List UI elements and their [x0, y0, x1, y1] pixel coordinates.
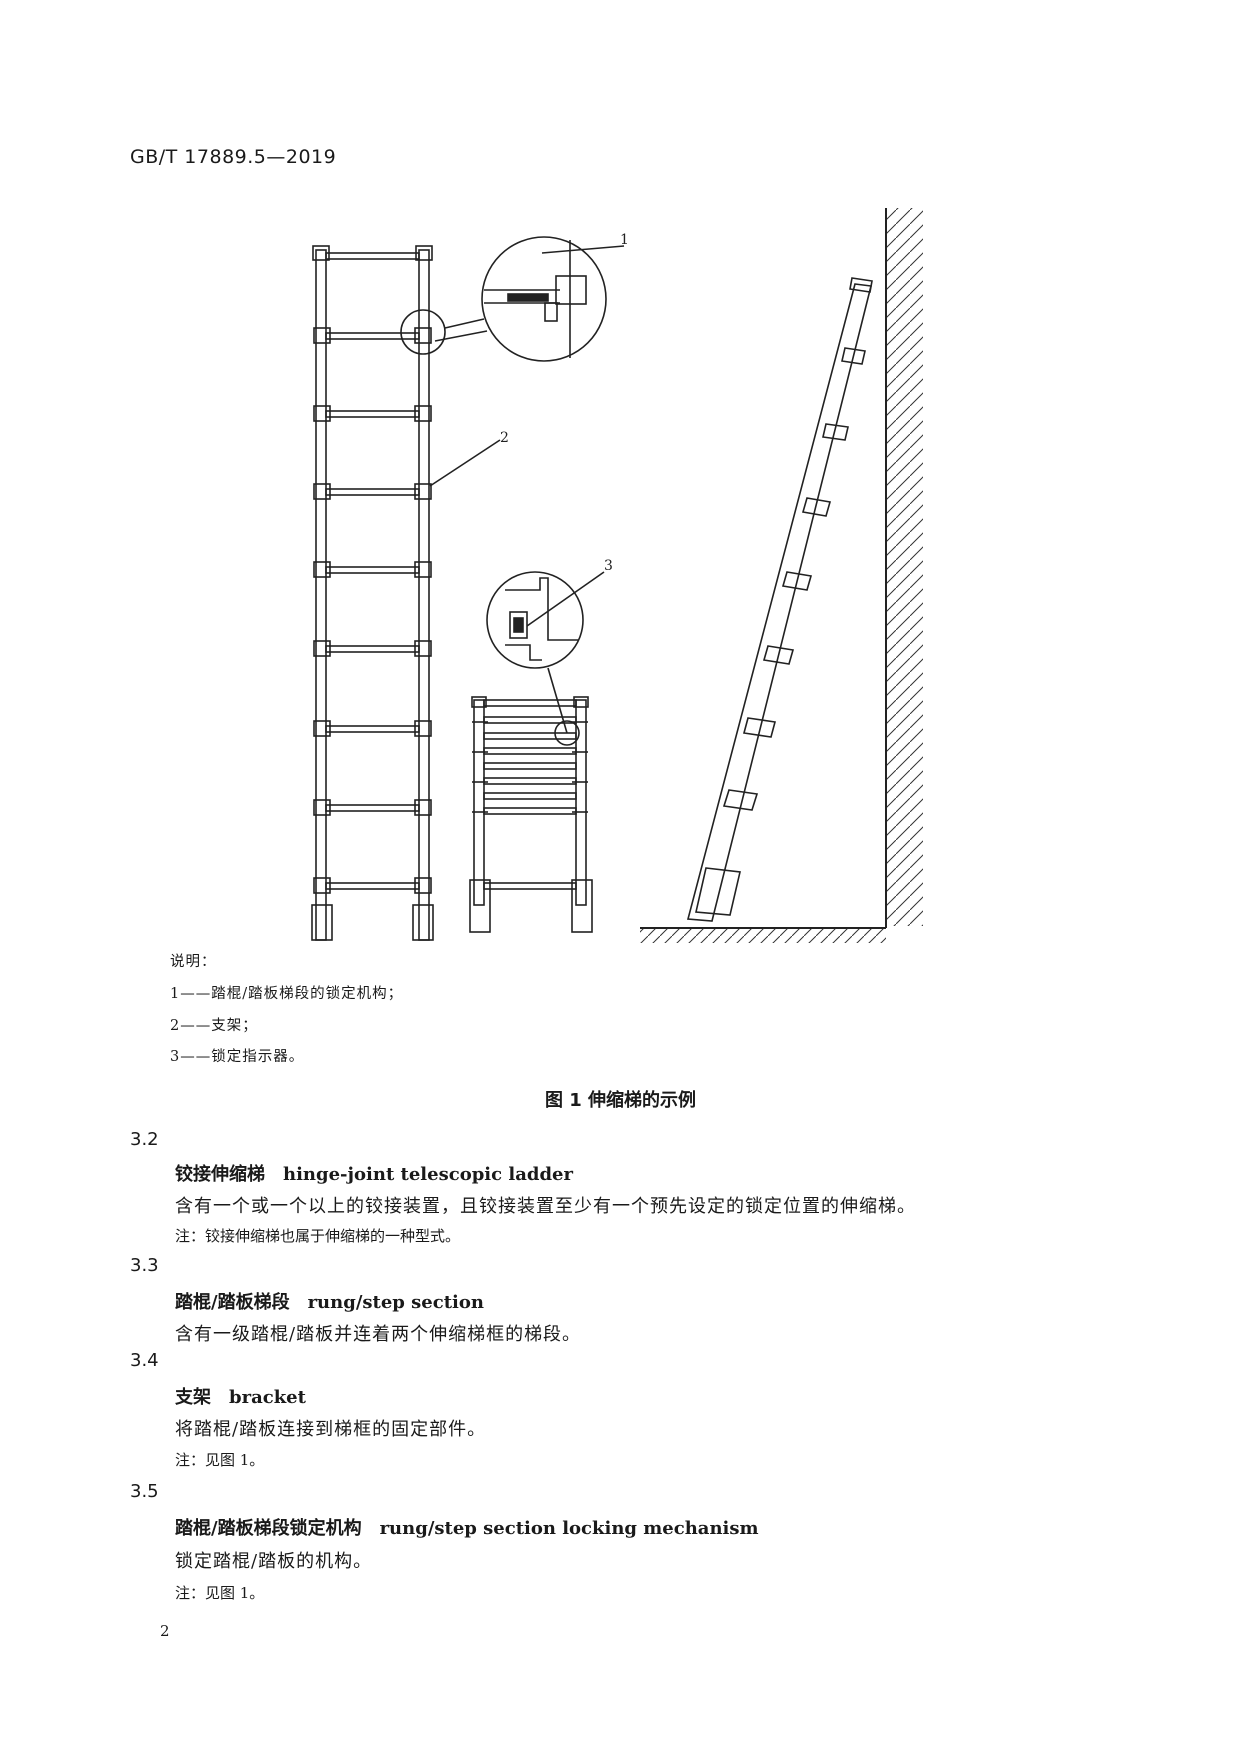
figure-1-drawing: 1 2 3	[311, 208, 923, 943]
figure-caption: 图 1 伸缩梯的示例	[544, 1090, 697, 1111]
ground	[640, 927, 886, 943]
clause-number: 3.2	[130, 1129, 159, 1150]
extended-ladder	[311, 245, 446, 941]
clause-number: 3.3	[130, 1255, 159, 1276]
term-note: 注：铰接伸缩梯也属于伸缩梯的一种型式。	[175, 1227, 461, 1245]
detail-view-3	[486, 571, 605, 734]
term-definition: 锁定踏棍/踏板的机构。	[175, 1551, 373, 1572]
legend-title: 说明：	[170, 954, 217, 970]
term-note: 注：见图 1。	[175, 1584, 265, 1602]
clause-number: 3.5	[130, 1481, 159, 1502]
legend-item: 2——支架；	[170, 1018, 258, 1034]
legend-item: 1——踏棍/踏板梯段的锁定机构；	[170, 986, 404, 1002]
wall	[885, 208, 923, 928]
term-zh: 踏棍/踏板梯段	[175, 1292, 290, 1313]
term-heading: 踏棍/踏板梯段锁定机构 rung/step section locking mec…	[175, 1514, 759, 1540]
term-heading: 踏棍/踏板梯段 rung/step section	[175, 1288, 484, 1314]
standard-number: GB/T 17889.5—2019	[130, 146, 337, 168]
leaning-ladder	[686, 277, 873, 922]
term-en: hinge-joint telescopic ladder	[283, 1164, 573, 1185]
term-en: rung/step section	[307, 1292, 484, 1313]
legend-item: 3——锁定指示器。	[170, 1049, 305, 1065]
term-definition: 将踏棍/踏板连接到梯框的固定部件。	[175, 1419, 487, 1440]
term-note: 注：见图 1。	[175, 1451, 265, 1469]
term-heading: 铰接伸缩梯 hinge-joint telescopic ladder	[175, 1160, 573, 1186]
callout-1: 1	[620, 232, 629, 248]
term-zh: 踏棍/踏板梯段锁定机构	[175, 1518, 362, 1539]
term-zh: 铰接伸缩梯	[175, 1164, 265, 1185]
term-en: rung/step section locking mechanism	[379, 1518, 759, 1539]
callout-3: 3	[604, 558, 613, 574]
detail-view-1	[434, 236, 625, 362]
clause-number: 3.4	[130, 1350, 159, 1371]
collapsed-ladder	[469, 696, 593, 933]
page-number: 2	[160, 1622, 170, 1640]
term-heading: 支架 bracket	[175, 1383, 306, 1409]
term-definition: 含有一级踏棍/踏板并连着两个伸缩梯框的梯段。	[175, 1324, 582, 1345]
term-definition: 含有一个或一个以上的铰接装置，且铰接装置至少有一个预先设定的锁定位置的伸缩梯。	[175, 1196, 916, 1217]
callout-2: 2	[500, 430, 509, 446]
term-zh: 支架	[175, 1387, 211, 1408]
term-en: bracket	[229, 1387, 306, 1408]
callout-2-leader	[429, 439, 501, 487]
